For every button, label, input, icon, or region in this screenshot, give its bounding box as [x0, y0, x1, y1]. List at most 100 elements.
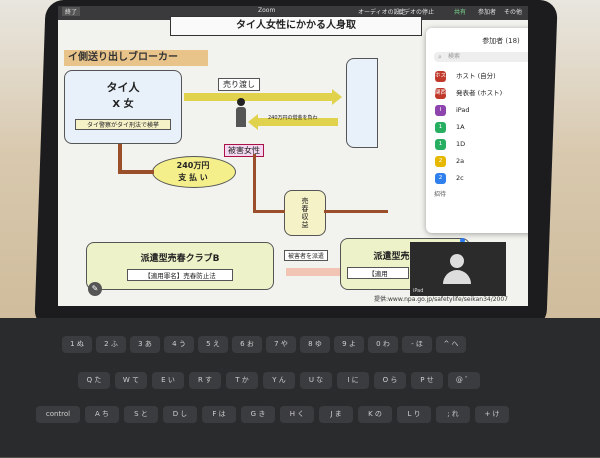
keyboard-key[interactable]: U な [300, 372, 332, 389]
participant-name: 2a [456, 157, 465, 165]
club-b-title: 派遣型売春クラブB [140, 254, 220, 264]
keyboard-key[interactable]: A ち [85, 406, 119, 423]
participant-avatar: 1 [435, 139, 446, 150]
participants-search-input[interactable]: ⌕ 検索 [434, 52, 528, 62]
keyboard-key[interactable]: R す [189, 372, 221, 389]
selection-handle[interactable] [460, 238, 465, 243]
keyboard-key[interactable]: G き [241, 406, 275, 423]
keyboard-key[interactable]: D し [163, 406, 197, 423]
participant-row[interactable]: 1 1A [426, 119, 528, 136]
participant-avatar: I [435, 105, 446, 116]
search-placeholder: 検索 [448, 53, 461, 60]
video-label: iPad [413, 288, 424, 294]
audio-settings-button[interactable]: オーディオの設定 [358, 9, 406, 16]
share-button[interactable]: 共有 [454, 9, 467, 16]
slide-title: タイ人女性にかかる人身取 [170, 16, 422, 36]
participant-name: 発表者 (ホスト) [456, 89, 503, 97]
club-b-note: 【適用罪名】売春防止法 [127, 269, 233, 281]
person-avatar-body [443, 270, 471, 284]
keyboard-key[interactable]: 7 や [266, 336, 296, 353]
left-box-line2: X 女 [112, 99, 134, 110]
sale-arrow [184, 89, 342, 105]
keyboard-key[interactable]: W て [115, 372, 147, 389]
pencil-icon[interactable]: ✎ [88, 282, 102, 296]
broker-banner: イ側送り出しブローカー [64, 50, 208, 66]
keyboard-key[interactable]: 9 よ [334, 336, 364, 353]
keyboard-key[interactable]: + け [475, 406, 509, 423]
keyboard-key[interactable]: 5 え [198, 336, 228, 353]
victim-label: 被害女性 [224, 144, 264, 157]
keyboard-key[interactable]: Q た [78, 372, 110, 389]
keyboard-key[interactable]: L り [397, 406, 431, 423]
payment-line1: 240万円 [176, 161, 210, 170]
right-box-partial [346, 58, 378, 148]
zoom-title: Zoom [258, 7, 276, 14]
participant-name: 2c [456, 174, 464, 182]
club-b-box: 派遣型売春クラブB 【適用罪名】売春防止法 [86, 242, 274, 290]
payment-arrow-line [118, 144, 122, 172]
end-button[interactable]: 終了 [62, 7, 81, 16]
keyboard-key[interactable]: 0 わ [368, 336, 398, 353]
debt-label: 240万円の借金を負わ [268, 115, 318, 121]
left-box-note: タイ警察がタイ刑法で検挙 [75, 119, 171, 130]
keyboard-key[interactable]: Y ん [263, 372, 295, 389]
keyboard-key[interactable]: 6 お [232, 336, 262, 353]
participants-button[interactable]: 参加者 [478, 9, 497, 16]
participant-avatar: 関西 [435, 88, 446, 99]
participant-avatar: 1 [435, 122, 446, 133]
keyboard-key[interactable]: K の [358, 406, 392, 423]
keyboard-key[interactable]: 8 ゆ [300, 336, 330, 353]
keyboard-key[interactable]: E い [152, 372, 184, 389]
left-box-line1: タイ人 [106, 81, 140, 94]
keyboard-key[interactable]: control [36, 406, 80, 423]
payment-ellipse [152, 156, 236, 188]
keyboard-key[interactable]: 3 あ [130, 336, 160, 353]
keyboard-key[interactable]: @ ゛ [448, 372, 480, 389]
club-a-title: 派遣型売春 [373, 252, 419, 262]
keyboard-key[interactable]: O ら [374, 372, 406, 389]
keyboard-key[interactable]: T か [226, 372, 258, 389]
dispatch-arrow [286, 268, 346, 276]
stop-video-button[interactable]: ビデオの停止 [398, 9, 435, 16]
participants-header: 参加者 (18) [482, 37, 520, 45]
left-box: タイ人 X 女 タイ警察がタイ刑法で検挙 [64, 70, 182, 144]
invite-button[interactable]: 招待 [434, 191, 447, 198]
keyboard-key[interactable]: S と [124, 406, 158, 423]
payment-arrow-line [118, 170, 154, 174]
victim-figure-icon [236, 98, 246, 134]
participant-avatar: 2 [435, 173, 446, 184]
keyboard-key[interactable]: F は [202, 406, 236, 423]
keyboard-key[interactable]: 4 う [164, 336, 194, 353]
participant-row[interactable]: 2 2c [426, 170, 528, 187]
participant-name: 1A [456, 123, 465, 131]
participant-row[interactable]: 1 1D [426, 136, 528, 153]
keyboard-key[interactable]: P せ [411, 372, 443, 389]
keyboard-key[interactable]: - ほ [402, 336, 432, 353]
keyboard-key[interactable]: H く [280, 406, 314, 423]
participant-name: iPad [456, 106, 470, 114]
participant-row[interactable]: 2 2a [426, 153, 528, 170]
participants-panel: 参加者 (18) ⌕ 検索 ホスト ホスト (自分) 関西 発表者 (ホスト) … [426, 28, 528, 233]
income-label: 売春収益 [301, 197, 309, 229]
more-button[interactable]: その他 [504, 9, 523, 16]
keyboard-key[interactable]: ^ へ [436, 336, 466, 353]
ipad-screen: Zoom オーディオの設定 ビデオの停止 共有 参加者 その他 終了 タイ人女性… [58, 6, 528, 306]
keyboard-key[interactable]: I に [337, 372, 369, 389]
debt-arrow [248, 114, 338, 130]
participant-name: ホスト (自分) [456, 72, 496, 80]
search-icon: ⌕ [438, 53, 442, 61]
source-credit: 提供:www.npa.go.jp/safetylife/seikan34/200… [374, 296, 509, 303]
participant-row[interactable]: I iPad [426, 102, 528, 119]
keyboard-key[interactable]: 1 ぬ [62, 336, 92, 353]
participant-name: 1D [456, 140, 466, 148]
club-a-note: 【適用 [347, 267, 409, 279]
income-arrow-line [324, 210, 388, 213]
keyboard-key[interactable]: J ま [319, 406, 353, 423]
self-video-tile[interactable]: iPad [410, 242, 506, 296]
person-avatar-icon [450, 254, 464, 268]
participant-row[interactable]: 関西 発表者 (ホスト) [426, 85, 528, 102]
keyboard-key[interactable]: 2 ふ [96, 336, 126, 353]
participant-row[interactable]: ホスト ホスト (自分) [426, 68, 528, 90]
keyboard-key[interactable]: ; れ [436, 406, 470, 423]
income-box: 売春収益 [284, 190, 326, 236]
